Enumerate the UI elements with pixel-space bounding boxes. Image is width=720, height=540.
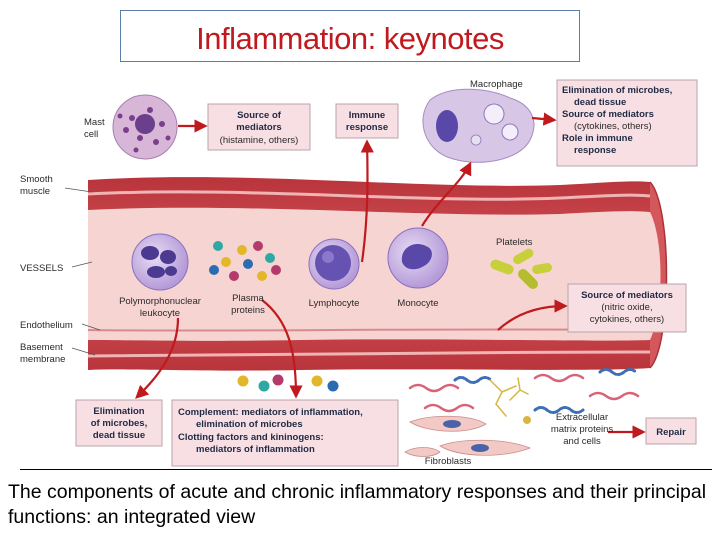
source-right-3: cytokines, others) xyxy=(590,314,664,325)
vessel-inner-stripe-bottom xyxy=(87,350,651,358)
box-complement xyxy=(171,399,399,467)
complement-4: mediators of inflammation xyxy=(196,444,315,455)
label-muscle: muscle xyxy=(20,186,50,197)
label-plasma: Plasma xyxy=(232,293,264,304)
label-membrane: membrane xyxy=(20,354,65,365)
complement-3: Clotting factors and kininogens: xyxy=(178,432,324,443)
label-response: response xyxy=(346,122,388,133)
elimination-1: Elimination xyxy=(93,406,144,417)
platelets xyxy=(490,248,553,289)
box-source-mediators-top: Source of xyxy=(207,103,311,151)
label-platelets: Platelets xyxy=(496,237,533,248)
caption-rule-left xyxy=(20,469,300,470)
label-macrophage: Macrophage xyxy=(470,79,523,90)
lymphocyte-cell xyxy=(308,238,360,290)
mast-cell xyxy=(112,94,178,160)
vessel-inner-stripe-top xyxy=(87,190,651,201)
arrow-plasma-to-complement xyxy=(261,299,303,399)
monocyte-cell xyxy=(387,227,449,289)
macrophage-fn-2: dead tissue xyxy=(574,97,626,108)
macrophage-cell xyxy=(422,88,535,163)
title-box: Inflammation: keynotes xyxy=(120,10,580,62)
extracellular-1: Extracellular xyxy=(556,412,608,423)
slide-title: Inflammation: keynotes xyxy=(196,21,504,56)
label-mast: Mast xyxy=(84,117,105,128)
label-histamine: (histamine, others) xyxy=(220,135,299,146)
label-repair: Repair xyxy=(656,427,686,438)
macrophage-fn-1: Elimination of microbes, xyxy=(562,85,672,96)
elimination-2: of microbes, xyxy=(91,418,148,429)
label-proteins: proteins xyxy=(231,305,265,316)
arrow-macrophage-to-functions xyxy=(531,112,557,126)
label-mediators: mediators xyxy=(236,122,281,133)
box-source-mediators-right xyxy=(567,283,687,333)
polymorph-cell xyxy=(131,233,189,291)
label-polymorph-2: leukocyte xyxy=(140,308,180,319)
text-labels: Mast cell mediators (histamine, others) … xyxy=(20,79,686,467)
label-basement: Basement xyxy=(20,342,63,353)
arrow-polymorph-to-elimination xyxy=(135,317,180,399)
arrow-lymphocyte-to-immune xyxy=(360,139,374,263)
complement-dots xyxy=(237,374,339,392)
extracellular-2: matrix proteins xyxy=(551,424,614,435)
macrophage-fn-4: (cytokines, others) xyxy=(574,121,652,132)
macrophage-fn-6: response xyxy=(574,145,616,156)
elimination-3: dead tissue xyxy=(93,430,145,441)
arrows xyxy=(135,112,646,439)
label-immune: Immune xyxy=(349,110,385,121)
slide-caption: The components of acute and chronic infl… xyxy=(8,481,707,528)
complement-2: elimination of microbes xyxy=(196,419,303,430)
arrow-monocyte-to-macrophage xyxy=(421,161,472,227)
endothelium-line xyxy=(87,328,651,332)
macrophage-fn-3: Source of mediators xyxy=(562,109,654,120)
label-smooth: Smooth xyxy=(20,174,53,185)
source-right-2: (nitric oxide, xyxy=(601,302,652,313)
extracellular-3: and cells xyxy=(563,436,601,447)
complement-1: Complement: mediators of inflammation, xyxy=(178,407,363,418)
label-vessels: VESSELS xyxy=(20,263,63,274)
label-lymphocyte: Lymphocyte xyxy=(309,298,360,309)
label-polymorph-1: Polymorphonuclear xyxy=(119,296,201,307)
box-macrophage-functions xyxy=(556,79,698,167)
vessel-lumen xyxy=(88,207,650,341)
arrow-platelets-to-mediators xyxy=(497,299,568,331)
inflammation-diagram: Source of Mast cell mediators (histamine… xyxy=(20,79,698,467)
plasma-protein-dots xyxy=(209,241,281,281)
macrophage-fn-5: Role in immune xyxy=(562,133,633,144)
side-leaders xyxy=(64,187,101,356)
label-fibroblasts: Fibroblasts xyxy=(425,456,472,467)
box-immune-response xyxy=(335,103,399,139)
source-mediators-top-line1: Source of xyxy=(237,110,282,121)
label-monocyte: Monocyte xyxy=(397,298,438,309)
fibroblasts xyxy=(404,415,532,457)
box-elimination xyxy=(75,399,163,447)
source-right-1: Source of mediators xyxy=(581,290,673,301)
extracellular-matrix xyxy=(408,368,640,417)
box-repair xyxy=(645,417,697,445)
label-endothelium: Endothelium xyxy=(20,320,73,331)
caption-rule xyxy=(230,469,712,470)
label-cell: cell xyxy=(84,129,98,140)
